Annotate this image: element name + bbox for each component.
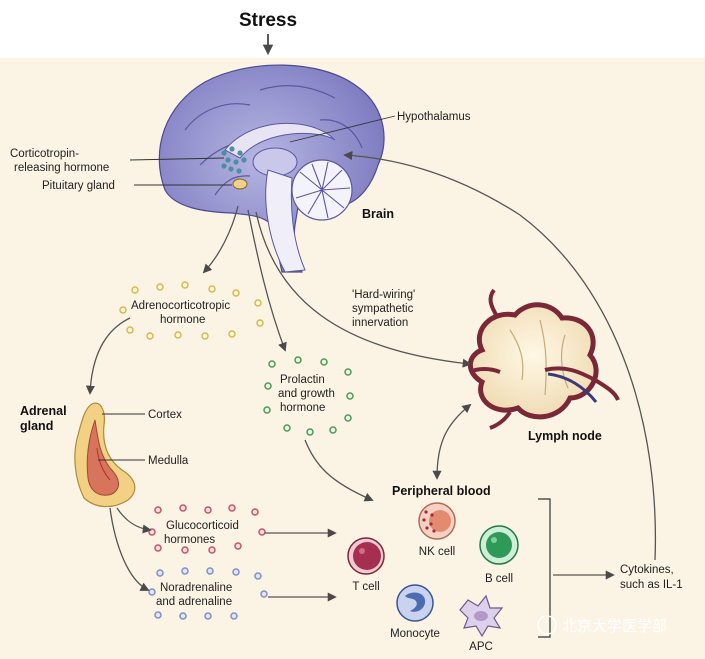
hardwiring-label-line3: innervation [352,317,408,329]
arrow-hardwiring-to-lymph [255,211,472,368]
watermark: 北京大学医学部 [537,615,667,635]
prolactin-label-line3: hormone [280,402,325,414]
arrow-brain-to-acth [202,205,239,274]
prolactin-label-line2: and growth [278,388,335,400]
noradrenaline-label-line2: and adrenaline [156,596,232,608]
glucocorticoid-label-line2: hormones [164,534,215,546]
acth-label-line1: Adrenocorticotropic [131,300,230,312]
crh-label-line1: Corticotropin- [10,148,79,160]
pathway-arrows [85,150,657,602]
nk-cell-label: NK cell [419,546,455,558]
lymph-node-label: Lymph node [528,429,602,443]
medulla-label: Medulla [148,455,189,467]
brain-illustration [158,64,385,273]
hypothalamus-leader [289,115,396,143]
prolactin-dots [263,356,354,436]
peripheral-blood-label: Peripheral blood [392,484,491,498]
glucocorticoid-label-line1: Glucocorticoid [166,520,239,532]
arrow-acth-to-adrenal [85,317,131,395]
cortex-label: Cortex [148,409,182,421]
apc-label: APC [469,641,493,653]
crh-leader [129,157,225,161]
hardwiring-label-line1: 'Hard-wiring' [352,289,415,301]
noradrenaline-label-line1: Noradrenaline [160,582,232,594]
monocyte-label: Monocyte [390,628,440,640]
t-cell-label: T cell [352,581,379,593]
b-cell-label: B cell [485,573,513,585]
watermark-text: 北京大学医学部 [562,617,667,635]
title-stress: Stress [239,10,297,31]
arrow-adrenal-to-noradrenaline [109,507,150,591]
t-cell-icon [347,537,385,575]
acth-dots [119,281,264,340]
acth-label-line2: hormone [160,314,205,326]
adrenal-label-line1: Adrenal [20,404,67,418]
arrow-brain-to-prolactin [247,209,287,352]
arrow-lymph-blood-bidirectional [432,403,472,480]
cytokines-label-line1: Cytokines, [620,564,674,576]
arrow-cytokines-to-brain [343,150,657,561]
noradrenaline-dots [148,567,268,620]
hypothalamus-label: Hypothalamus [397,111,471,123]
adrenal-label-line2: gland [20,419,53,433]
hardwiring-label-line2: sympathetic [352,303,414,315]
nk-cell-icon [418,502,456,540]
adrenal-gland-illustration [74,402,136,508]
apc-icon [459,594,504,638]
arrow-adrenal-to-glucocorticoid [116,507,152,534]
peripheral-blood-bracket [538,498,551,638]
lymph-node-illustration [467,288,620,430]
cytokines-label-line2: such as IL-1 [620,579,683,591]
monocyte-icon [396,584,434,622]
arrow-prolactin-to-blood [304,439,374,502]
glucocorticoid-dots [148,504,266,554]
b-cell-icon [479,525,519,565]
prolactin-label-line1: Prolactin [280,374,325,386]
cerebellum [291,159,353,221]
brain-label: Brain [362,207,394,221]
crh-label-line2: releasing hormone [14,162,109,174]
pituitary-label: Pituitary gland [42,180,115,192]
